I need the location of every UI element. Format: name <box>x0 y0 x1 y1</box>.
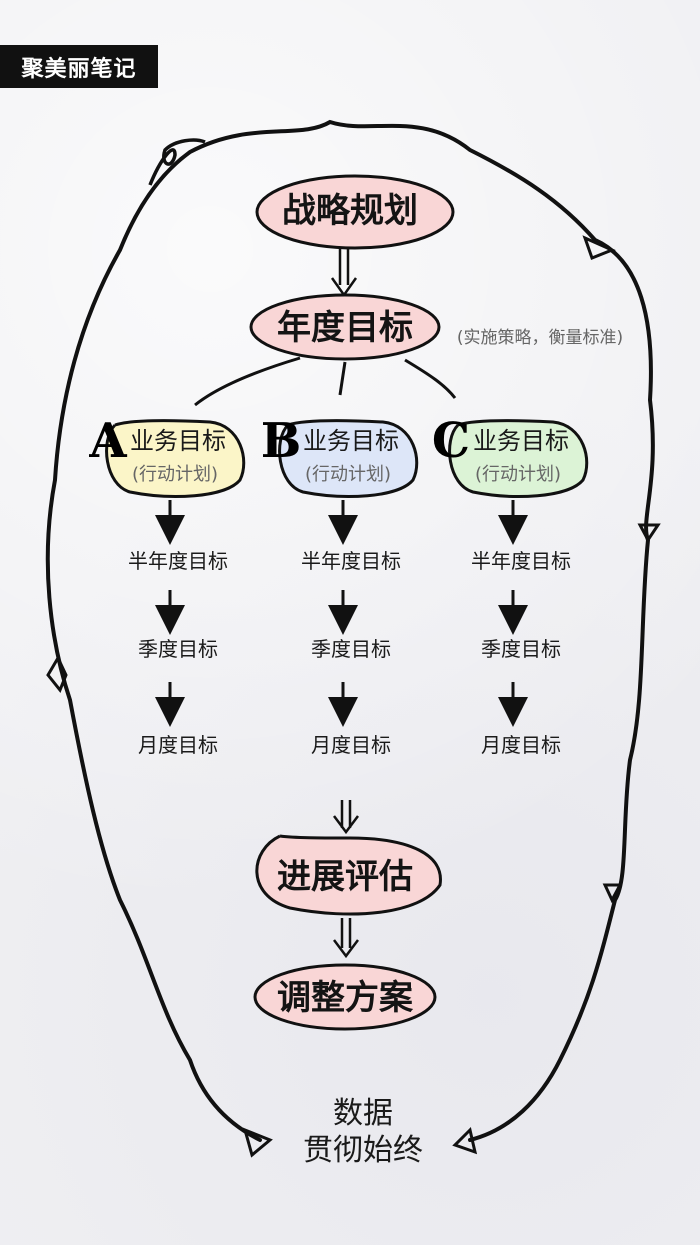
branch-lines <box>194 356 457 407</box>
branch-bubble <box>448 419 589 498</box>
svg-text:年度目标: 年度目标 <box>277 308 413 348</box>
loop-arrow-left <box>46 654 68 693</box>
step-label: 月度目标 <box>481 733 561 757</box>
step-label: 月度目标 <box>311 733 391 757</box>
branch-sub: (行动计划) <box>475 464 561 485</box>
svg-text:进展评估: 进展评估 <box>277 857 413 897</box>
brand-tag: 聚美丽笔记 <box>0 45 158 88</box>
loop-swirl <box>148 138 206 186</box>
step-label: 月度目标 <box>138 733 218 757</box>
branch-title: 业务目标 <box>473 427 569 455</box>
svg-text:战略规划: 战略规划 <box>282 191 418 231</box>
arrow-progress-adjust <box>333 918 359 959</box>
loop-arrow-bottom-left <box>242 1127 273 1158</box>
step-label: 半年度目标 <box>471 549 571 573</box>
step-label: 季度目标 <box>481 637 561 661</box>
loop-arrow-right-mid <box>637 523 661 543</box>
arrow-strategy-annual <box>330 248 358 298</box>
branch-letter: A <box>88 413 127 469</box>
branch-sub: (行动计划) <box>305 464 391 485</box>
outer-loop <box>45 119 655 1142</box>
branch-sub: (行动计划) <box>132 464 218 485</box>
footer-line1: 数据 <box>333 1096 393 1131</box>
branch-letter: C <box>432 413 470 469</box>
step-label: 季度目标 <box>138 637 218 661</box>
loop-arrow-bottom-right <box>452 1127 478 1155</box>
branch-title: 业务目标 <box>303 427 399 455</box>
svg-text:调整方案: 调整方案 <box>277 978 414 1018</box>
branch-title: 业务目标 <box>130 427 226 455</box>
node-strategy: 战略规划 <box>255 174 455 250</box>
arrow-to-progress <box>333 800 359 835</box>
loop-arrow-right-low <box>602 883 623 904</box>
branch-bubble <box>278 419 419 498</box>
step-label: 半年度目标 <box>301 549 401 573</box>
step-label: 季度目标 <box>311 637 391 661</box>
node-annual: 年度目标 <box>249 293 441 361</box>
node-progress: 进展评估 <box>255 834 442 916</box>
loop-arrow-top-right <box>582 235 616 260</box>
annual-note: (实施策略，衡量标准) <box>457 328 623 348</box>
node-adjust: 调整方案 <box>253 963 437 1031</box>
step-label: 半年度目标 <box>128 549 228 573</box>
branch-bubble <box>105 419 246 498</box>
footer-line2: 贯彻始终 <box>303 1133 423 1168</box>
branch-letter: B <box>261 413 302 469</box>
